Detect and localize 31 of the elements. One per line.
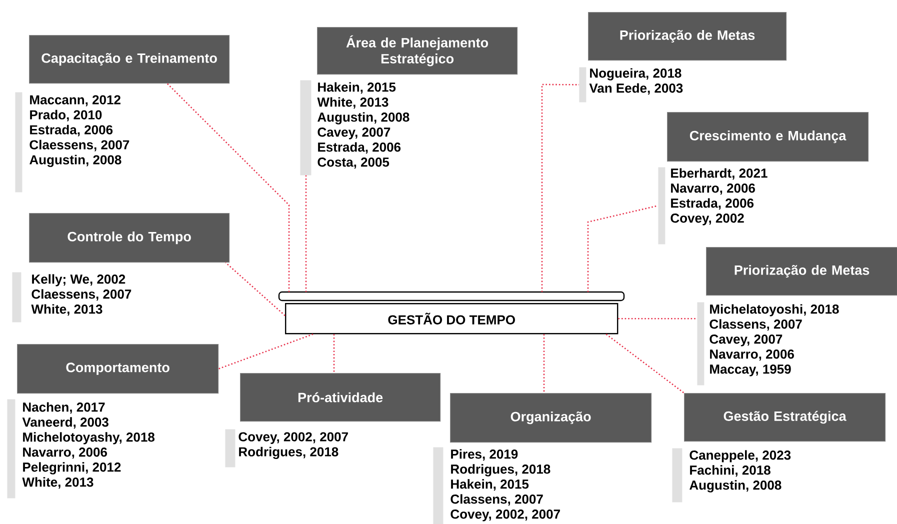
connector-line — [618, 318, 697, 320]
topic-box: Controle do Tempo — [29, 213, 230, 263]
reference-list: Covey, 2002, 2007 Rodrigues, 2018 — [238, 432, 348, 460]
connector-line — [218, 334, 314, 370]
topic-box: Comportamento — [17, 344, 219, 394]
connector-line — [543, 334, 545, 393]
title-box: GESTÃO DO TEMPO — [278, 291, 625, 334]
connector-line — [606, 334, 684, 394]
reference-list: Nachen, 2017 Vaneerd, 2003 Michelotoyashy, 2018 Navarro, 2006 Pelegrinni, 2012 White, 2013 — [22, 402, 154, 489]
connector-line — [305, 175, 307, 292]
reference-list: Nogueira, 2018 Van Eede, 2003 — [589, 68, 683, 95]
topic-box: Gestão Estratégica — [684, 393, 886, 442]
reference-list: Hakein, 2015 White, 2013 Augustin, 2008 Cavey, 2007 Estrada, 2006 Costa, 2005 — [317, 82, 410, 169]
reference-list: Caneppele, 2023 Fachini, 2018 Augustin, 2008 — [690, 450, 791, 492]
reference-list: Pires, 2019 Rodrigues, 2018 Hakein, 2015 Classens, 2007 Covey, 2002, 2007 — [450, 449, 560, 522]
reference-list: Maccann, 2012 Prado, 2010 Estrada, 2006 Claessens, 2007 Augustin, 2008 — [30, 95, 130, 168]
reference-list: Michelatoyoshi, 2018 Classens, 2007 Cavey, 2007 Navarro, 2006 Maccay, 1959 — [710, 304, 839, 376]
connector-line — [225, 262, 286, 316]
connector-line — [333, 334, 335, 373]
reference-list: Eberhardt, 2021 Navarro, 2006 Estrada, 2006 Covey, 2002 — [670, 168, 768, 226]
connector-line — [166, 83, 290, 292]
topic-box: Área de Planejamento Estratégico — [317, 27, 518, 75]
topic-box: Priorização de Metas — [706, 247, 897, 296]
topic-box: Organização — [450, 393, 652, 443]
reference-list: Kelly; We, 2002 Claessens, 2007 White, 2013 — [31, 274, 132, 316]
topic-box: Crescimento e Mudança — [667, 112, 869, 162]
topic-box: Priorização de Metas — [588, 12, 787, 61]
topic-box: Capacitação e Treinamento — [29, 35, 230, 84]
connector-line — [541, 84, 579, 292]
topic-box: Pró-atividade — [240, 373, 441, 422]
connector-line — [587, 205, 658, 292]
